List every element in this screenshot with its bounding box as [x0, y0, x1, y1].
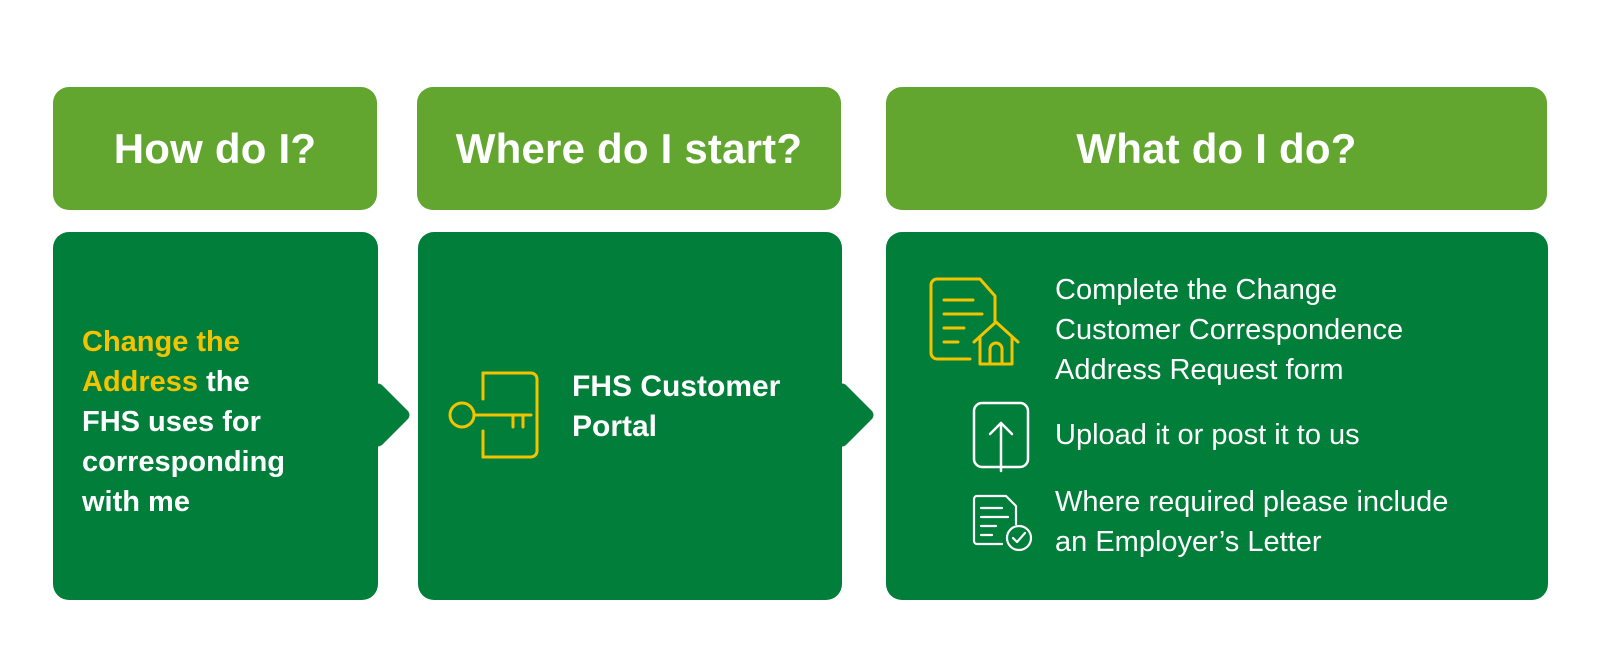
portal-line-2: Portal: [572, 410, 658, 443]
how-description: Change the Address the FHS uses for corr…: [82, 322, 352, 522]
step-2-text: Upload it or post it to us: [1055, 415, 1495, 455]
header-how-label: How do I?: [113, 124, 317, 172]
step-1-line-2: Customer Correspondence: [1055, 314, 1404, 346]
how-highlight-1: Change the: [82, 326, 240, 358]
step-3-line-1: Where required please include: [1055, 486, 1449, 518]
how-text-3: FHS uses for: [82, 406, 261, 438]
panel-what: [886, 232, 1548, 600]
step-2-line-1: Upload it or post it to us: [1055, 419, 1360, 451]
step-3-line-2: an Employer’s Letter: [1055, 526, 1322, 558]
step-3-text: Where required please include an Employe…: [1055, 482, 1515, 562]
step-1-line-3: Address Request form: [1055, 354, 1344, 386]
document-check-icon: [972, 494, 1034, 559]
panel-how: [53, 232, 378, 600]
header-how: How do I?: [53, 87, 377, 210]
portal-label: FHS Customer Portal: [572, 367, 812, 447]
document-home-icon: [928, 276, 1028, 381]
header-what-label: What do I do?: [1076, 124, 1357, 172]
how-text-2: the: [198, 366, 250, 398]
header-what: What do I do?: [886, 87, 1547, 210]
upload-icon: [972, 401, 1032, 478]
portal-line-1: FHS Customer: [572, 370, 781, 403]
key-icon: [447, 371, 547, 466]
step-1-text: Complete the Change Customer Corresponde…: [1055, 270, 1495, 390]
how-text-4: corresponding: [82, 446, 286, 478]
header-where-label: Where do I start?: [455, 124, 803, 172]
how-text-5: with me: [82, 486, 190, 518]
header-where: Where do I start?: [417, 87, 841, 210]
step-1-line-1: Complete the Change: [1055, 274, 1338, 306]
how-highlight-2: Address: [82, 366, 199, 398]
